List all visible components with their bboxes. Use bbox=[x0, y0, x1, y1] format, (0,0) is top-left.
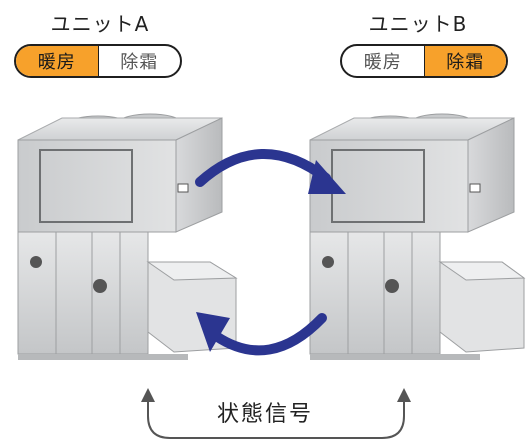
arrow-a-to-b-icon bbox=[195, 149, 346, 194]
unit-a-mode-heating: 暖房 bbox=[16, 46, 98, 76]
unit-b-machine bbox=[309, 113, 526, 360]
unit-a-title: ユニットA bbox=[50, 12, 150, 36]
signal-connector bbox=[141, 388, 411, 439]
status-signal-label: 状態信号 bbox=[200, 396, 330, 428]
unit-b-mode-pill: 暖房 除霜 bbox=[340, 44, 508, 78]
signal-arrow-up-right-icon bbox=[397, 388, 411, 402]
unit-b-mode-heating: 暖房 bbox=[363, 52, 402, 73]
unit-b-mode-defrost: 除霜 bbox=[423, 46, 506, 76]
unit-a-machine bbox=[17, 113, 238, 360]
signal-arrow-up-left-icon bbox=[141, 388, 155, 402]
unit-b-title: ユニットB bbox=[368, 12, 468, 36]
arrow-b-to-a-icon bbox=[196, 312, 327, 356]
unit-a-mode-defrost: 除霜 bbox=[97, 46, 181, 76]
unit-a-mode-pill: 暖房 除霜 bbox=[14, 44, 182, 78]
